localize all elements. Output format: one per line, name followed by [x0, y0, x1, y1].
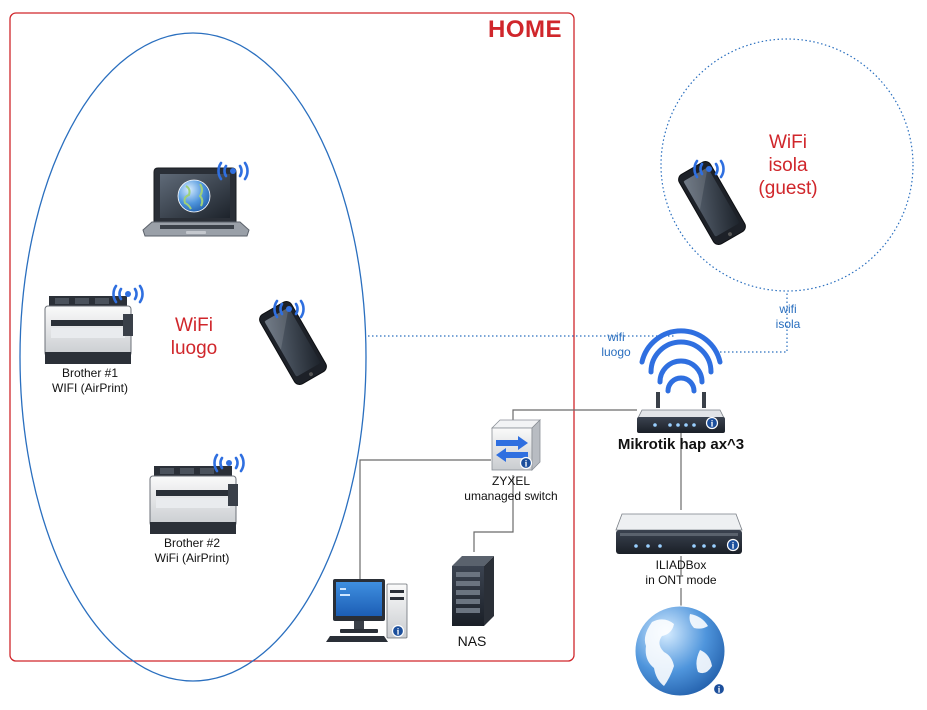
info-badge-icon — [726, 538, 740, 552]
wifi-luogo-line1: WiFi — [175, 315, 213, 336]
printer1-label: Brother #1 WIFI (AirPrint) — [38, 366, 142, 396]
printer1-line1: Brother #1 — [61, 366, 119, 380]
ont-label: ILIADBox in ONT mode — [626, 558, 736, 588]
printer2-line1: Brother #2 — [163, 536, 221, 550]
wifi-luogo-link-line1: wifi — [607, 330, 625, 344]
wifi-isola-zone — [660, 38, 914, 292]
wifi-isola-line3: (guest) — [758, 178, 818, 199]
wired-switch-nas — [473, 475, 514, 552]
wired-switch-router — [512, 409, 637, 422]
printer-icon — [44, 296, 133, 364]
network-switch-icon — [491, 419, 541, 471]
wifi-luogo-label: WiFi luogo — [162, 314, 226, 360]
info-badge-icon — [705, 416, 719, 430]
modem-icon — [615, 513, 743, 554]
info-badge-icon — [712, 682, 726, 696]
info-badge-icon — [519, 456, 533, 470]
smartphone-icon — [259, 301, 327, 385]
wifi-luogo-link-label: wifi luogo — [596, 330, 636, 360]
nas-label: NAS — [457, 633, 487, 649]
wifi-isola-line2: isola — [768, 155, 808, 176]
printer2-label: Brother #2 WiFi (AirPrint) — [140, 536, 244, 566]
info-badge-icon — [391, 624, 405, 638]
switch-line1: ZYXEL — [491, 474, 530, 488]
wifi-luogo-line2: luogo — [170, 338, 218, 359]
wifi-luogo-link-line2: luogo — [601, 345, 631, 359]
wifi-isola-link-line2: isola — [775, 317, 801, 331]
home-title: HOME — [488, 16, 562, 43]
home-boundary — [9, 12, 575, 662]
wifi-luogo-zone — [19, 32, 367, 682]
router-label: Mikrotik hap ax^3 — [617, 436, 745, 453]
wifi-router-icon — [637, 328, 725, 433]
printer1-line2: WIFI (AirPrint) — [52, 381, 128, 395]
wifi-isola-link-line1: wifi — [779, 302, 797, 316]
ont-line1: ILIADBox — [655, 558, 707, 572]
laptop-icon — [142, 167, 250, 237]
wired-switch-pc — [359, 459, 491, 580]
desktop-computer-icon — [326, 579, 408, 642]
switch-line2: umanaged switch — [464, 489, 558, 503]
nas-server-icon — [452, 556, 494, 626]
internet-globe-icon — [634, 605, 726, 697]
printer-icon — [149, 466, 238, 534]
ont-line2: in ONT mode — [645, 573, 717, 587]
wifi-isola-label: WiFi isola (guest) — [746, 131, 830, 200]
wifi-isola-line1: WiFi — [769, 132, 807, 153]
printer2-line2: WiFi (AirPrint) — [154, 551, 230, 565]
switch-label: ZYXEL umanaged switch — [450, 474, 572, 504]
wifi-isola-link-label: wifi isola — [766, 302, 810, 332]
smartphone-icon — [678, 161, 746, 245]
